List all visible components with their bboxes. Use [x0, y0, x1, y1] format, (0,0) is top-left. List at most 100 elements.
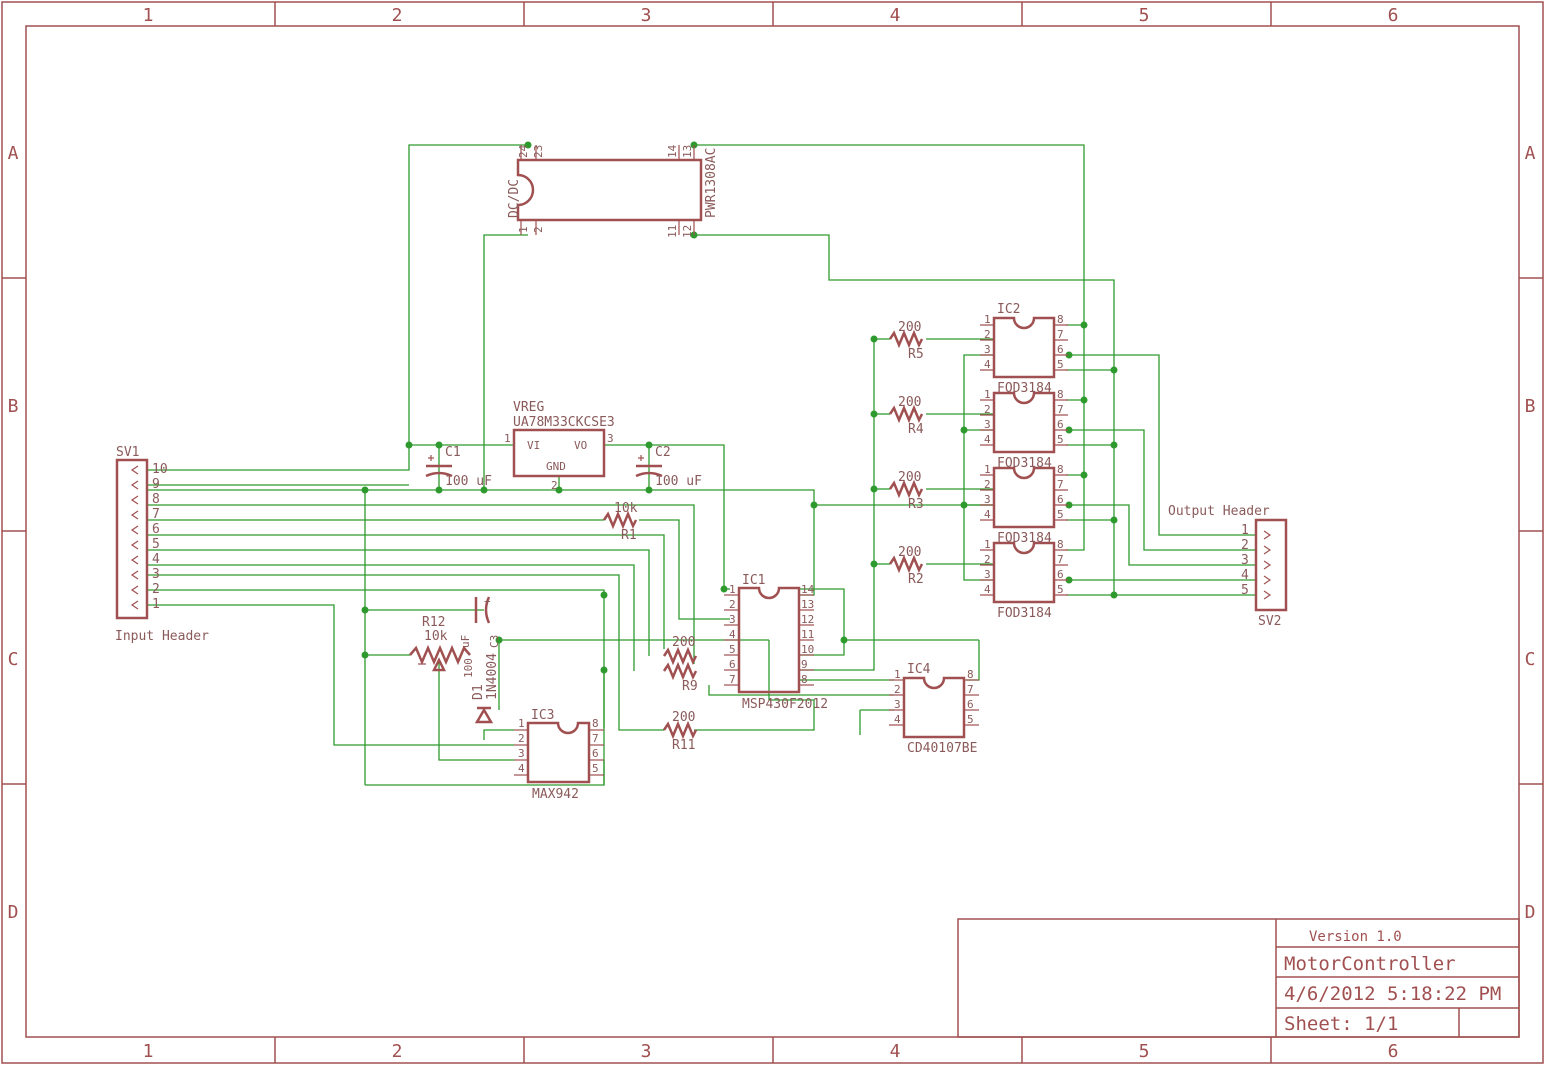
opto-pin: 3	[984, 493, 991, 506]
opto-pin: 5	[1057, 358, 1064, 371]
r4-value: 200	[898, 395, 921, 410]
sv1-pin: 5	[152, 537, 160, 552]
r2-value: 200	[898, 545, 921, 560]
ic2-value: FOD3184	[997, 381, 1052, 396]
ic3-name: IC3	[531, 708, 554, 723]
ic4-name: IC4	[907, 662, 931, 677]
grid-col-label: 4	[890, 5, 901, 26]
opto-pin: 6	[1057, 493, 1064, 506]
dcdc-pin: 2	[532, 226, 545, 233]
ic4-value: CD40107BE	[907, 741, 977, 756]
grid-row-label: B	[8, 396, 19, 417]
c3-polarity: +	[484, 595, 491, 608]
grid-row-label: B	[1525, 396, 1536, 417]
grid-row-label: A	[1525, 143, 1536, 164]
ic4-pin: 5	[967, 713, 974, 726]
opto-pin: 4	[984, 508, 991, 521]
grid-col-label: 2	[392, 5, 403, 26]
grid-col-label: 5	[1139, 5, 1150, 26]
opto-pin: 6	[1057, 568, 1064, 581]
ic1-pin: 7	[729, 673, 736, 686]
opto-pin: 1	[984, 463, 991, 476]
grid-col-label: 5	[1139, 1041, 1150, 1062]
ic3-pin: 2	[518, 732, 525, 745]
ic4-pin: 6	[967, 698, 974, 711]
optocoupler-ic7	[992, 466, 1056, 529]
d1-value: 1N4004	[485, 653, 500, 700]
r11-value: 200	[672, 710, 695, 725]
dcdc-pin: 11	[666, 225, 679, 238]
design-name: MotorController	[1284, 953, 1456, 975]
optocoupler-pins	[980, 324, 1068, 596]
potentiometer-r12	[409, 644, 471, 672]
opto-pin: 8	[1057, 313, 1064, 326]
grid-row-label: C	[8, 649, 19, 670]
sv1-pin: 9	[152, 477, 160, 492]
sv2-value: Output Header	[1168, 504, 1270, 519]
c3-name: C3	[488, 635, 501, 648]
ic3-pin: 5	[592, 762, 599, 775]
dcdc-name: DC/DC	[507, 179, 522, 218]
resistor-r5	[888, 329, 924, 349]
optocoupler-ic2	[992, 316, 1056, 379]
optocoupler-ic8	[992, 541, 1056, 604]
ic1-pin: 11	[801, 628, 814, 641]
output-header-sv2	[1254, 518, 1288, 612]
r12-aux-label: 100	[462, 658, 475, 678]
design-datetime: 4/6/2012 5:18:22 PM	[1284, 983, 1501, 1005]
ic4-pin: 7	[967, 683, 974, 696]
r5-name: R5	[908, 347, 924, 362]
ic1-pin: 4	[729, 628, 736, 641]
opto-pin: 8	[1057, 388, 1064, 401]
grid-col-label: 3	[641, 1041, 652, 1062]
sv2-pin: 3	[1241, 553, 1249, 568]
dcdc-pin: 24	[517, 144, 530, 158]
ic1-pin: 13	[801, 598, 814, 611]
ic1-pin: 8	[801, 673, 808, 686]
dcdc-pin: 23	[532, 145, 545, 158]
sheet-number: Sheet: 1/1	[1284, 1013, 1398, 1035]
sv1-pin: 4	[152, 552, 160, 567]
voltage-regulator	[512, 428, 606, 478]
opto-pin: 2	[984, 478, 991, 491]
opto-pin: 5	[1057, 508, 1064, 521]
sv2-pin: 4	[1241, 568, 1249, 583]
sv2-pin: 1	[1241, 523, 1249, 538]
ic3-pin: 1	[518, 717, 525, 730]
ic3-pin: 8	[592, 717, 599, 730]
ic1-pin: 6	[729, 658, 736, 671]
vreg-pin-vo: VO	[574, 439, 587, 452]
r12-name: R12	[422, 615, 445, 630]
vreg-pin-number: 1	[504, 432, 511, 445]
vreg-pin-vi: VI	[527, 439, 540, 452]
ic1-pin: 2	[729, 598, 736, 611]
r11-name: R11	[672, 738, 695, 753]
opto-pin: 5	[1057, 583, 1064, 596]
vreg-pin-gnd: GND	[546, 460, 566, 473]
title-block	[957, 918, 1520, 1038]
ic8-value: FOD3184	[997, 606, 1052, 621]
optocoupler-ic6	[992, 391, 1056, 454]
c1-value: 100 uF	[445, 474, 492, 489]
version-label: Version 1.0	[1309, 929, 1402, 945]
sv1-name: SV1	[116, 445, 139, 460]
dcdc-pin: 1	[517, 226, 530, 233]
c1-name: C1	[445, 445, 461, 460]
opto-pin: 1	[984, 313, 991, 326]
sv2-pin: 5	[1241, 583, 1249, 598]
sv1-pin: 6	[152, 522, 160, 537]
resistor-r2	[888, 554, 924, 574]
resistor-r11	[662, 720, 698, 740]
sv1-pin: 2	[152, 582, 160, 597]
sv2-pin: 2	[1241, 538, 1249, 553]
ic4-pin: 3	[894, 698, 901, 711]
ic4-pin: 4	[894, 713, 901, 726]
ic3-pin: 7	[592, 732, 599, 745]
ic1-pin: 14	[801, 583, 815, 596]
capacitor-c3	[474, 596, 491, 624]
ic4-pin: 2	[894, 683, 901, 696]
ic1-pin: 10	[801, 643, 814, 656]
grid-col-label: 6	[1388, 5, 1399, 26]
opto-pin: 2	[984, 553, 991, 566]
